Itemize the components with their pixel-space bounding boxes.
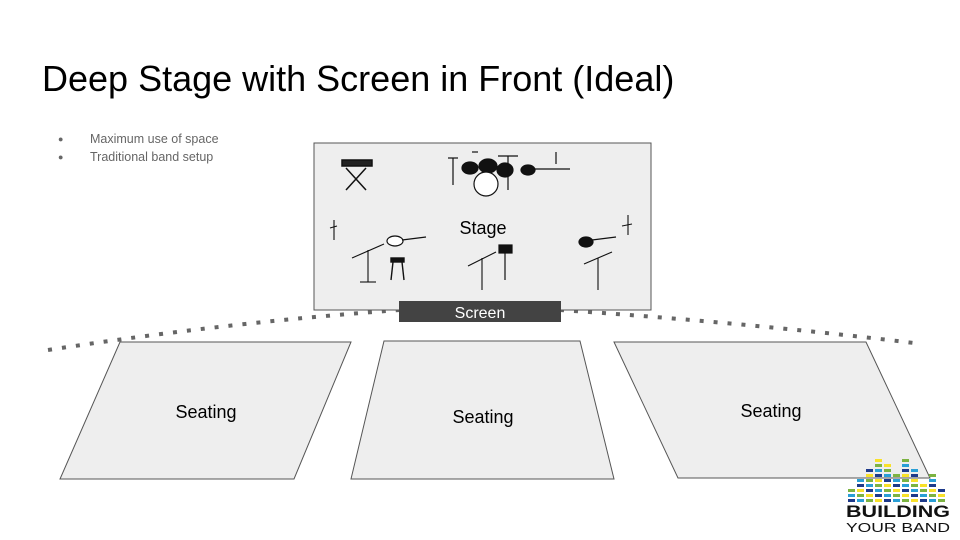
screen-label: Screen (455, 305, 506, 322)
mic-stand-icon (583, 251, 613, 290)
audience-boundary-dotted-line (47, 308, 915, 352)
bullet-list: Maximum use of space Traditional band se… (58, 130, 219, 166)
seating-label: Seating (175, 402, 236, 422)
mic-stand-icon (329, 220, 338, 240)
guitar-icon (520, 152, 570, 176)
drum-kit-icon (448, 151, 518, 197)
screen-bar (399, 301, 561, 322)
seating-label: Seating (452, 407, 513, 427)
bullet-item: Traditional band setup (58, 148, 219, 166)
mic-stand-icon (351, 243, 385, 283)
music-stand-icon (498, 244, 513, 280)
stage-label: Stage (459, 218, 506, 238)
logo-line-1: BUILDING (846, 502, 950, 521)
slide-title: Deep Stage with Screen in Front (Ideal) (42, 58, 675, 99)
seating-area-left (59, 341, 352, 480)
seating-area-center (350, 340, 615, 480)
seating-label: Seating (740, 401, 801, 421)
logo-line-2: YOUR BAND (846, 520, 950, 535)
mic-stand-icon (467, 251, 497, 290)
seating-area-right (613, 341, 931, 479)
keyboard-icon (341, 159, 373, 191)
guitar-icon (578, 236, 617, 248)
mic-stand-icon (621, 215, 633, 235)
stool-icon (390, 257, 405, 281)
equalizer-bars-icon (848, 459, 945, 502)
building-your-band-logo: BUILDING YOUR BAND (846, 459, 950, 535)
bullet-item: Maximum use of space (58, 130, 219, 148)
guitar-icon (386, 235, 427, 247)
